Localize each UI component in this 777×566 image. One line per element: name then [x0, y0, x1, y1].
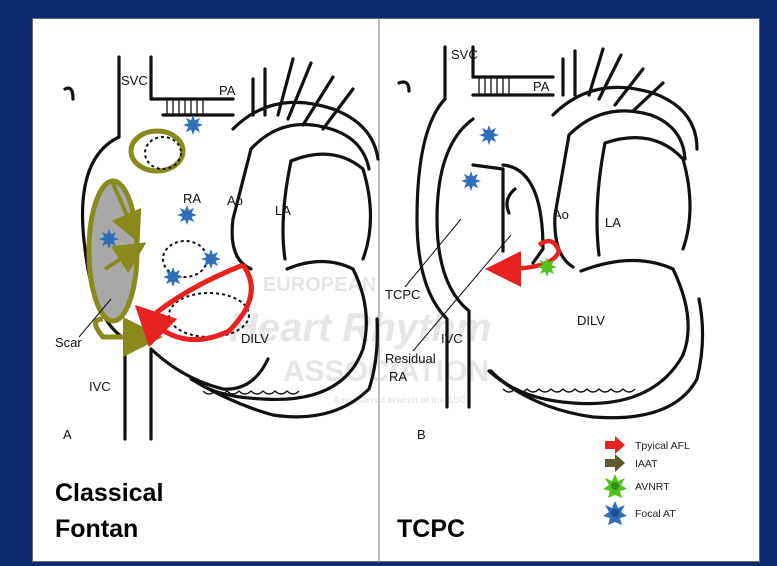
focal-at-star	[479, 125, 499, 145]
label-ao: Ao	[227, 193, 243, 208]
label-residual: Residual	[385, 351, 436, 366]
label-ivc: IVC	[89, 379, 111, 394]
label-ra: RA	[183, 191, 201, 206]
panel-letter-b: B	[417, 427, 426, 442]
legend-label-avnrt: AVNRT	[635, 481, 670, 493]
focal-at-star	[461, 171, 481, 191]
title-fontan: Fontan	[55, 515, 138, 543]
focal-at-star	[163, 267, 183, 287]
focal-at-star	[201, 249, 221, 269]
label-tcpc: TCPC	[385, 287, 420, 302]
legend-label-iaat: IAAT	[635, 458, 658, 470]
title-tcpc: TCPC	[397, 515, 465, 543]
label-scar: Scar	[55, 335, 82, 350]
legend: Tpyical AFL IAAT AVNRT Focal AT	[603, 436, 690, 525]
legend-label-afl: Tpyical AFL	[635, 440, 690, 452]
title-classical: Classical	[55, 479, 163, 507]
label-la-right: LA	[605, 215, 621, 230]
red-arrow-icon	[605, 436, 625, 454]
avnrt-star	[537, 257, 557, 277]
focal-at-star	[99, 229, 119, 249]
label-residual-ra: RA	[389, 369, 407, 384]
aorta-arch	[233, 102, 378, 159]
focal-at-star	[177, 205, 197, 225]
label-ivc-right: IVC	[441, 331, 463, 346]
blue-star-icon	[603, 501, 627, 525]
label-svc-right: SVC	[451, 47, 478, 62]
green-star-icon	[603, 474, 627, 498]
label-dilv-right: DILV	[577, 313, 605, 328]
label-dilv: DILV	[241, 331, 269, 346]
legend-label-focal: Focal AT	[635, 508, 676, 520]
figure-frame: EUROPEAN Heart Rhythm ASSOCIATION A regi…	[32, 18, 760, 562]
label-svc: SVC	[121, 73, 148, 88]
label-pa-right: PA	[533, 79, 550, 94]
label-la: LA	[275, 203, 291, 218]
diagram-canvas: EUROPEAN Heart Rhythm ASSOCIATION A regi…	[33, 19, 761, 563]
label-pa: PA	[219, 83, 236, 98]
label-ao-right: Ao	[553, 207, 569, 222]
panel-letter-a: A	[63, 427, 72, 442]
olive-arrow-icon	[605, 454, 625, 472]
focal-at-star	[183, 115, 203, 135]
